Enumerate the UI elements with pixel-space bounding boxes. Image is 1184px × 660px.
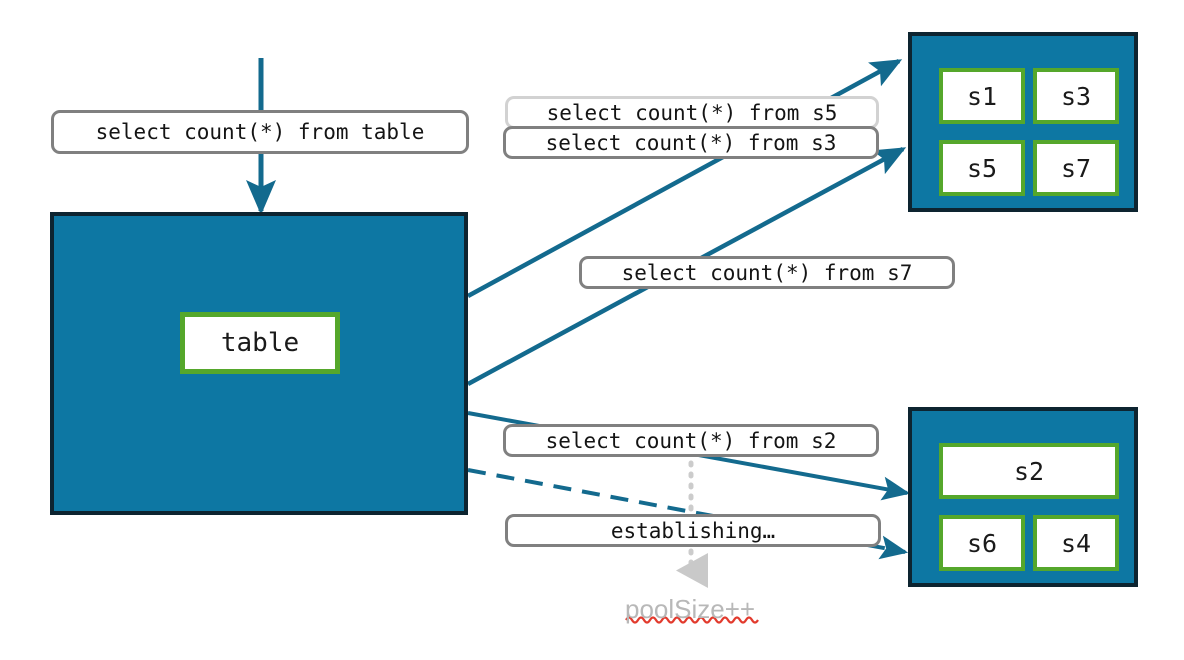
label-query-s2[interactable]: select count(*) from s2 [503,424,879,457]
lower-pool-panel: s2 s6 s4 [908,407,1138,587]
poolsize-annotation: poolSize++ [625,594,756,624]
server-node-s3[interactable]: s3 [1033,68,1119,124]
server-node-s1[interactable]: s1 [939,68,1025,124]
upper-pool-panel: s1 s3 s5 s7 [908,32,1138,212]
server-node-s2[interactable]: s2 [939,443,1119,499]
label-query-s3[interactable]: select count(*) from s3 [503,126,879,159]
label-query-s5[interactable]: select count(*) from s5 [505,96,879,129]
server-node-s5[interactable]: s5 [939,140,1025,196]
server-node-s4[interactable]: s4 [1033,515,1119,571]
label-query-s7[interactable]: select count(*) from s7 [579,256,955,289]
table-node[interactable]: table [180,312,340,374]
edge-table-to-s6-establishing [467,468,909,560]
server-node-s6[interactable]: s6 [939,515,1025,571]
label-entry-query[interactable]: select count(*) from table [51,110,469,154]
server-node-s7[interactable]: s7 [1033,140,1119,196]
spellcheck-squiggle [625,616,759,624]
label-establishing[interactable]: establishing… [505,514,881,547]
